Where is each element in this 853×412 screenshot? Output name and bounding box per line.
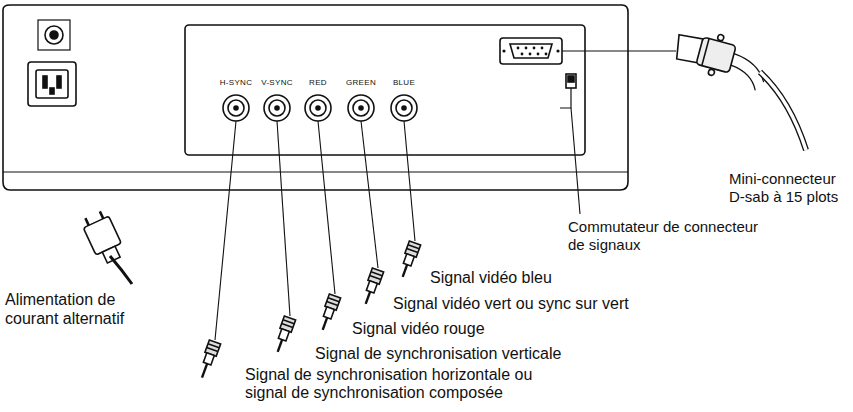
signal-label: Signal vidéo bleu — [430, 268, 552, 287]
connector-label: H-SYNC — [216, 78, 256, 88]
part-label: Commutateur de connecteur de signaux — [568, 218, 768, 254]
signal-label: Signal de synchronisation verticale — [315, 344, 561, 363]
part-label: Alimentation de courant alternatif — [5, 290, 155, 328]
signal-label: Signal vidéo rouge — [352, 319, 485, 338]
connector-label: RED — [298, 78, 338, 88]
signal-label: Signal vidéo vert ou sync sur vert — [393, 294, 629, 313]
connector-label: BLUE — [384, 78, 424, 88]
part-label: Mini-connecteur D-sab à 15 plots — [729, 170, 849, 206]
connector-label: GREEN — [341, 78, 381, 88]
signal-label: Signal de synchronisation horizontale ou… — [245, 366, 575, 402]
connector-label: V-SYNC — [257, 78, 297, 88]
